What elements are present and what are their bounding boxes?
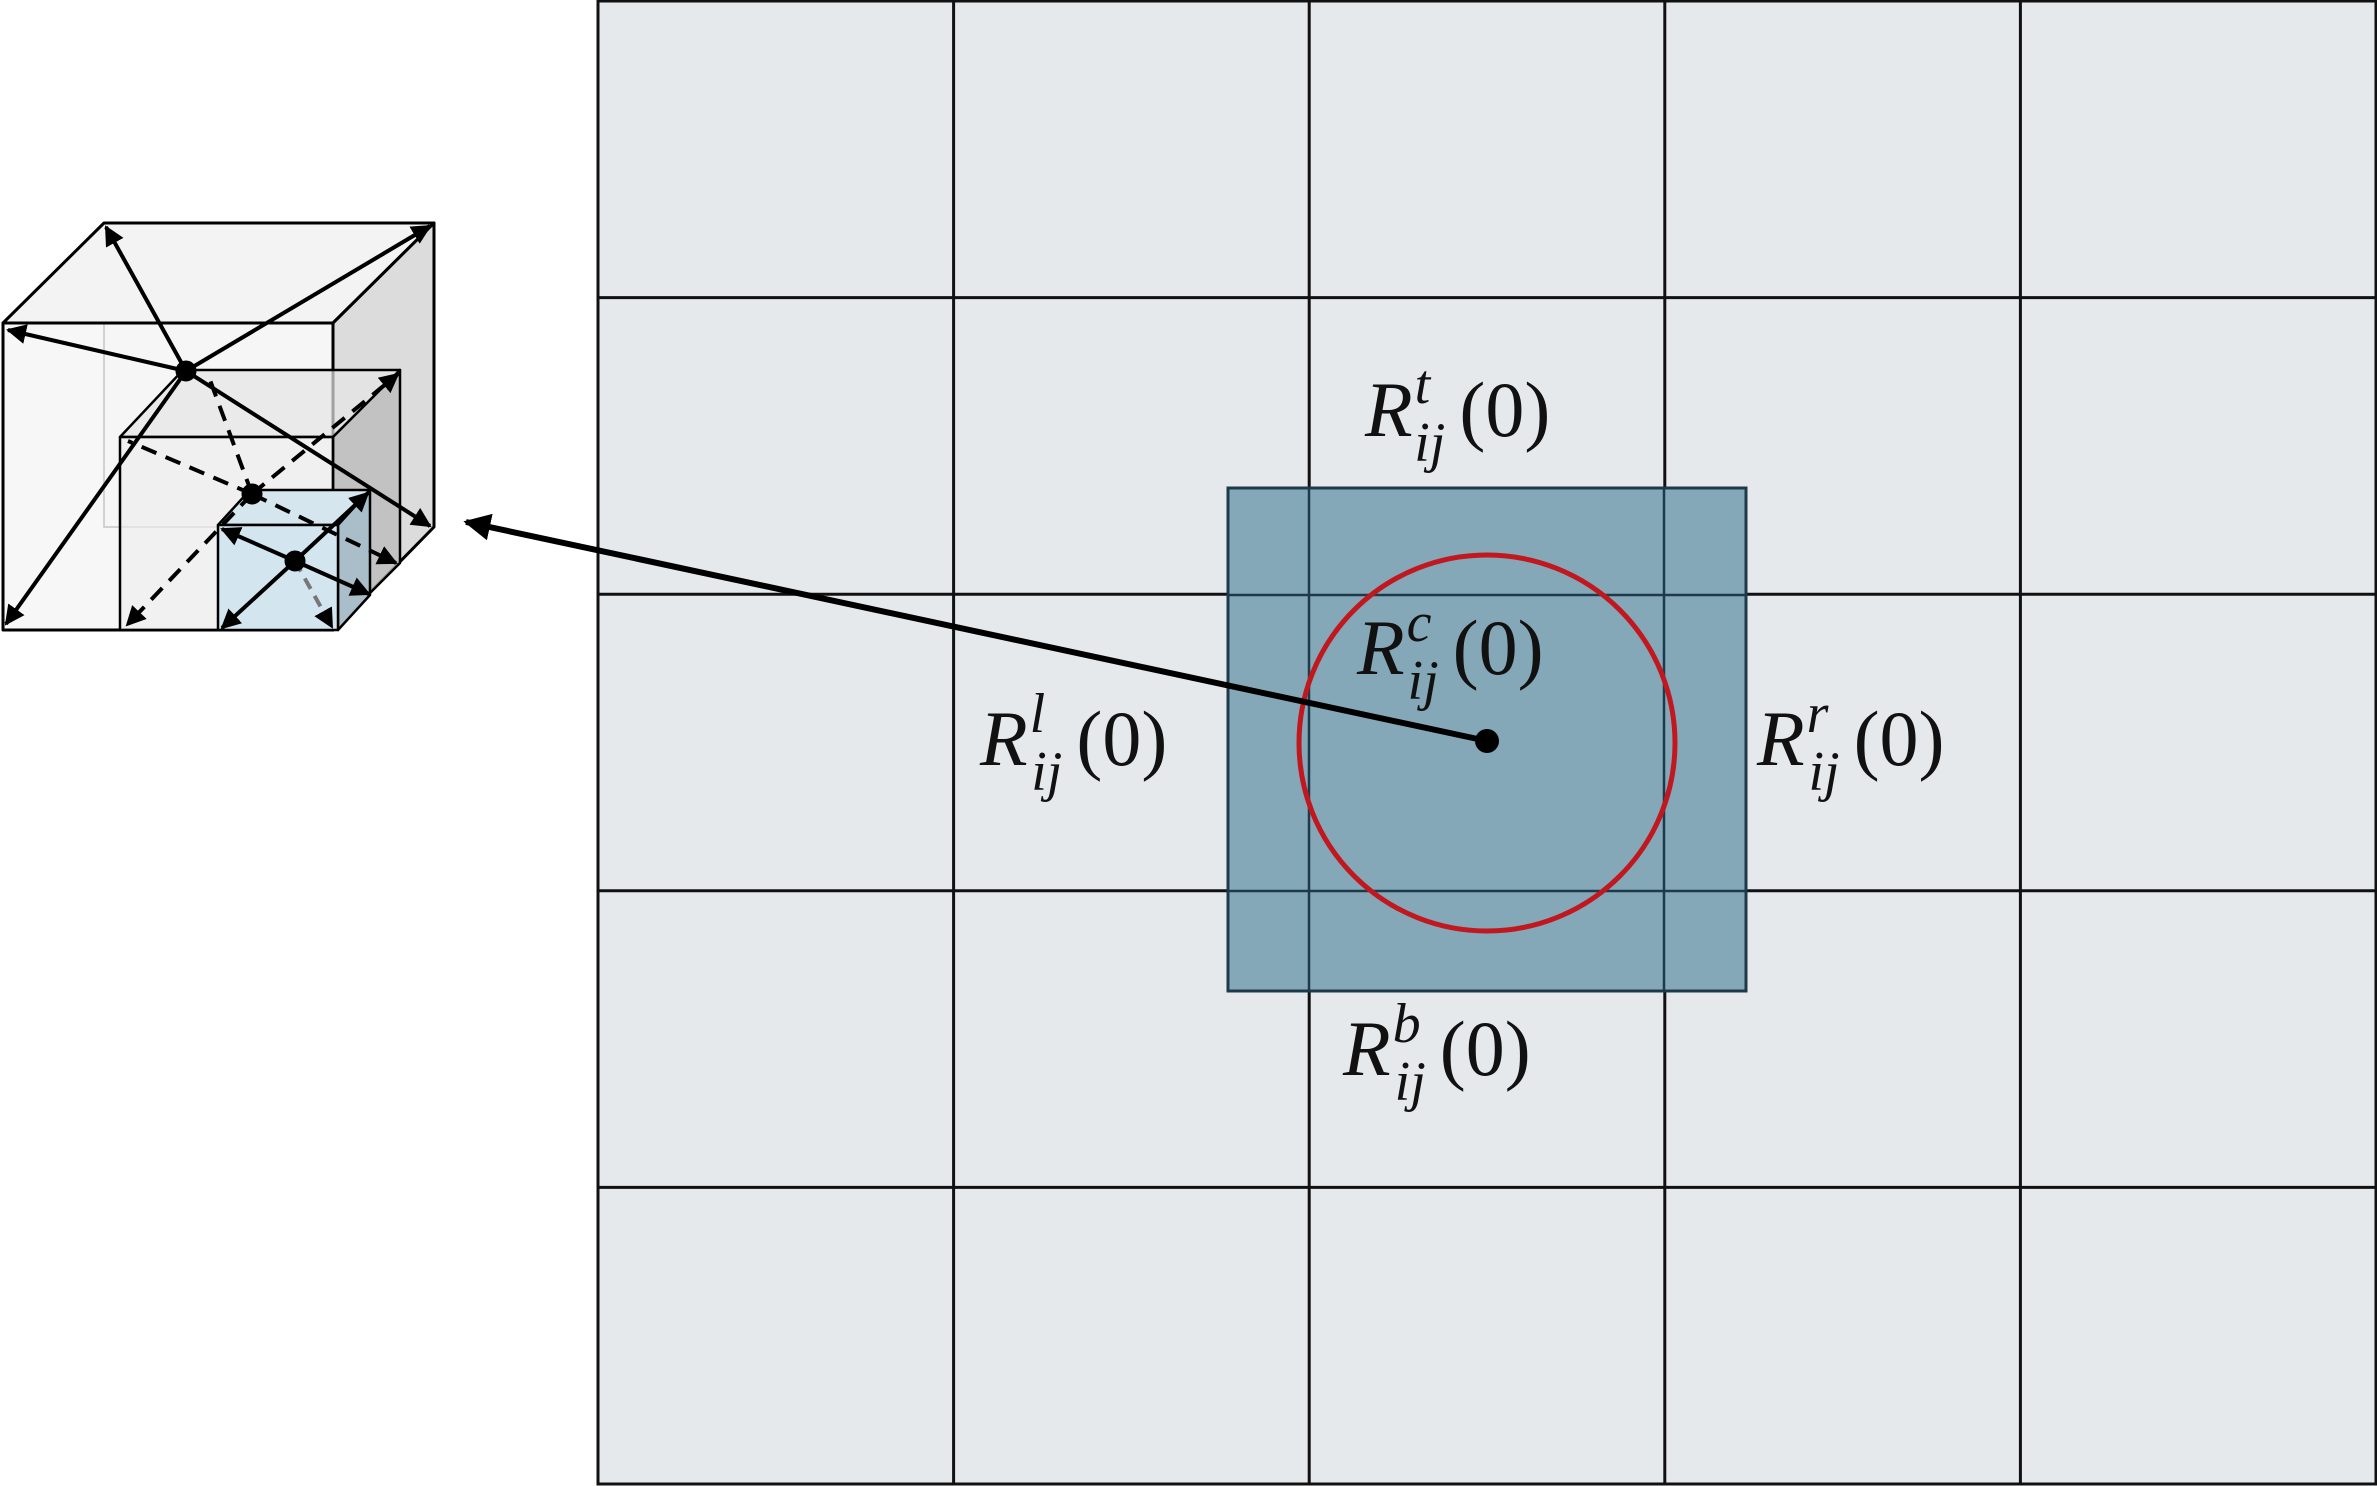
region-inner-lines: [1228, 488, 1746, 991]
label-top-base: R: [1364, 366, 1413, 453]
label-center-base: R: [1356, 604, 1405, 691]
outer-center-arrows: [4, 224, 432, 626]
label-top-sup: t: [1415, 354, 1432, 416]
label-left-sub: ij: [1031, 741, 1062, 803]
label-center-sub: ij: [1408, 650, 1439, 712]
label-bottom-base: R: [1342, 1005, 1391, 1092]
center-dot-icon: [1475, 729, 1499, 753]
label-bottom-sub: ij: [1395, 1051, 1426, 1113]
label-left-base: R: [979, 695, 1028, 782]
nested-cube-icon: [1, 221, 436, 632]
label-right-arg: (0): [1854, 695, 1945, 782]
radius-circle: [1296, 552, 1678, 934]
label-right-sup: r: [1807, 683, 1829, 745]
label-top-arg: (0): [1459, 366, 1550, 453]
label-top-sub: ij: [1414, 412, 1445, 474]
middle-center-arrows: [125, 372, 400, 627]
inner-center-dot: [284, 550, 306, 572]
middle-center-dot: [241, 483, 263, 505]
label-right-base: R: [1756, 695, 1805, 782]
label-bottom-arg: (0): [1440, 1005, 1531, 1092]
label-right-sub: ij: [1808, 741, 1839, 803]
label-bottom-sup: b: [1393, 993, 1421, 1055]
label-left-arg: (0): [1076, 695, 1167, 782]
inner-center-arrows: [220, 491, 371, 630]
arrow-left-icon: [463, 513, 1488, 744]
label-center-sup: c: [1407, 592, 1432, 654]
outer-center-dot: [175, 360, 197, 382]
label-left-sup: l: [1030, 683, 1046, 745]
label-center-arg: (0): [1453, 604, 1544, 691]
